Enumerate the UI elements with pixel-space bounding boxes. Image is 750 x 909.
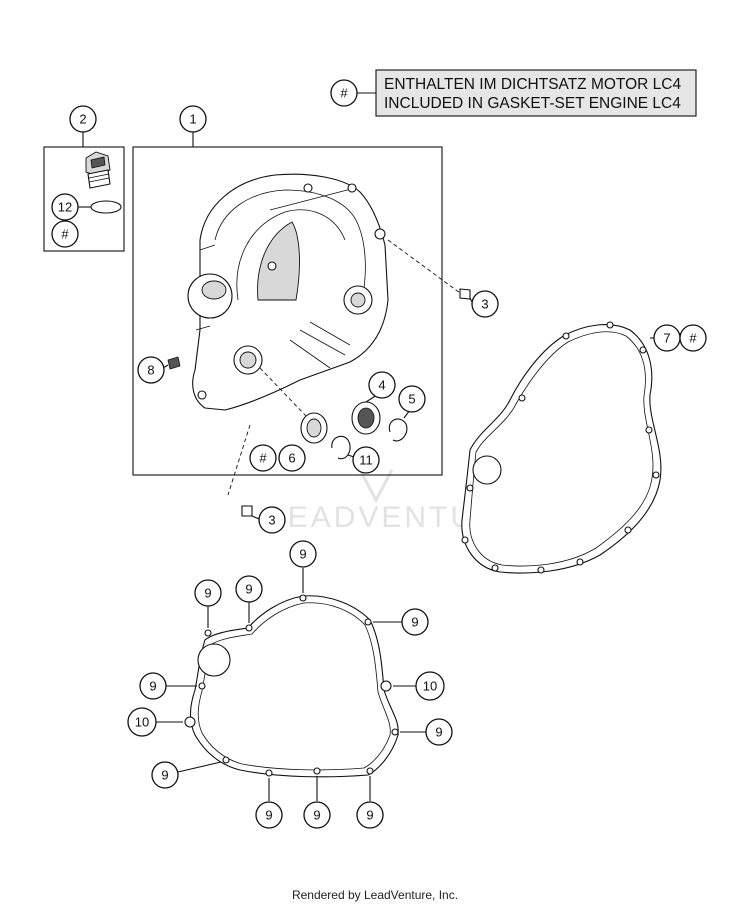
svg-text:7: 7 <box>663 331 670 346</box>
legend-line-en: INCLUDED IN GASKET-SET ENGINE LC4 <box>384 95 681 112</box>
callout-9-right-top: 9 <box>401 608 429 636</box>
clutch-cover-assembly <box>132 132 443 476</box>
callout-hash-inset: # <box>51 220 79 248</box>
svg-text:#: # <box>259 451 267 466</box>
inset-frame <box>43 146 125 252</box>
callout-3-lower: 3 <box>258 506 286 534</box>
svg-text:4: 4 <box>378 378 385 393</box>
clutch-cover-part <box>187 173 389 411</box>
svg-text:9: 9 <box>299 547 306 562</box>
svg-text:11: 11 <box>359 453 373 468</box>
footer-credit: Rendered by LeadVenture, Inc. <box>292 888 458 902</box>
svg-text:#: # <box>61 227 69 242</box>
assembly-frame <box>132 146 443 476</box>
callout-6: 6 <box>278 444 306 472</box>
callout-9-bottom-mid: 9 <box>303 801 331 829</box>
callout-5: 5 <box>398 385 426 413</box>
svg-text:9: 9 <box>245 582 252 597</box>
svg-text:3: 3 <box>268 513 275 528</box>
svg-text:9: 9 <box>411 615 418 630</box>
callout-9-mid-top: 9 <box>235 575 263 603</box>
part-6-seal <box>259 367 328 444</box>
dowel-lower <box>227 424 260 520</box>
svg-text:#: # <box>689 331 697 346</box>
callouts: 1 2 12 # 3 3 4 5 <box>51 105 707 829</box>
svg-text:9: 9 <box>265 808 272 823</box>
svg-text:9: 9 <box>149 679 156 694</box>
callout-9-top: 9 <box>289 540 317 568</box>
svg-text:10: 10 <box>135 715 149 730</box>
svg-text:10: 10 <box>423 679 437 694</box>
gasket-lower <box>156 568 426 801</box>
callout-2: 2 <box>69 105 97 133</box>
legend-symbol: # <box>340 86 348 101</box>
callout-hash-7: # <box>679 324 707 352</box>
callout-3-upper: 3 <box>471 290 499 318</box>
callout-10-left: 10 <box>127 707 157 737</box>
callout-9-bottom-left: 9 <box>255 801 283 829</box>
callout-11: 11 <box>352 446 380 474</box>
legend: # ENTHALTEN IM DICHTSATZ MOTOR LC4 INCLU… <box>330 69 697 117</box>
svg-text:9: 9 <box>366 808 373 823</box>
gasket-7 <box>461 321 662 574</box>
svg-text:12: 12 <box>58 200 72 215</box>
callout-7: 7 <box>653 324 681 352</box>
svg-text:2: 2 <box>79 112 86 127</box>
callout-4: 4 <box>368 371 396 399</box>
svg-text:9: 9 <box>161 768 168 783</box>
svg-text:5: 5 <box>408 392 415 407</box>
callout-9-left-low: 9 <box>151 761 179 789</box>
inset-oil-plug <box>43 132 125 252</box>
svg-text:9: 9 <box>435 725 442 740</box>
callout-10-right: 10 <box>415 671 445 701</box>
callout-9-right-low: 9 <box>425 718 453 746</box>
callout-1: 1 <box>179 105 207 133</box>
callout-9-bottom-right: 9 <box>356 801 384 829</box>
svg-text:3: 3 <box>481 297 488 312</box>
oil-filler-plug-part <box>85 151 111 189</box>
callout-9-left-mid: 9 <box>139 672 167 700</box>
callout-9-left-top: 9 <box>194 579 222 607</box>
svg-text:9: 9 <box>204 586 211 601</box>
svg-text:6: 6 <box>288 451 295 466</box>
callout-8: 8 <box>137 356 165 384</box>
callout-hash-6: # <box>249 444 277 472</box>
svg-text:9: 9 <box>313 808 320 823</box>
o-ring-part <box>90 200 122 214</box>
legend-line-de: ENTHALTEN IM DICHTSATZ MOTOR LC4 <box>384 76 681 93</box>
part-4-bearing <box>351 392 381 435</box>
svg-text:8: 8 <box>147 363 154 378</box>
callout-12: 12 <box>51 193 79 221</box>
legend-box <box>375 69 697 117</box>
part-5-circlip <box>388 409 411 442</box>
dowel-upper <box>387 239 473 303</box>
svg-text:1: 1 <box>189 112 196 127</box>
gasket-leaders <box>156 568 426 801</box>
